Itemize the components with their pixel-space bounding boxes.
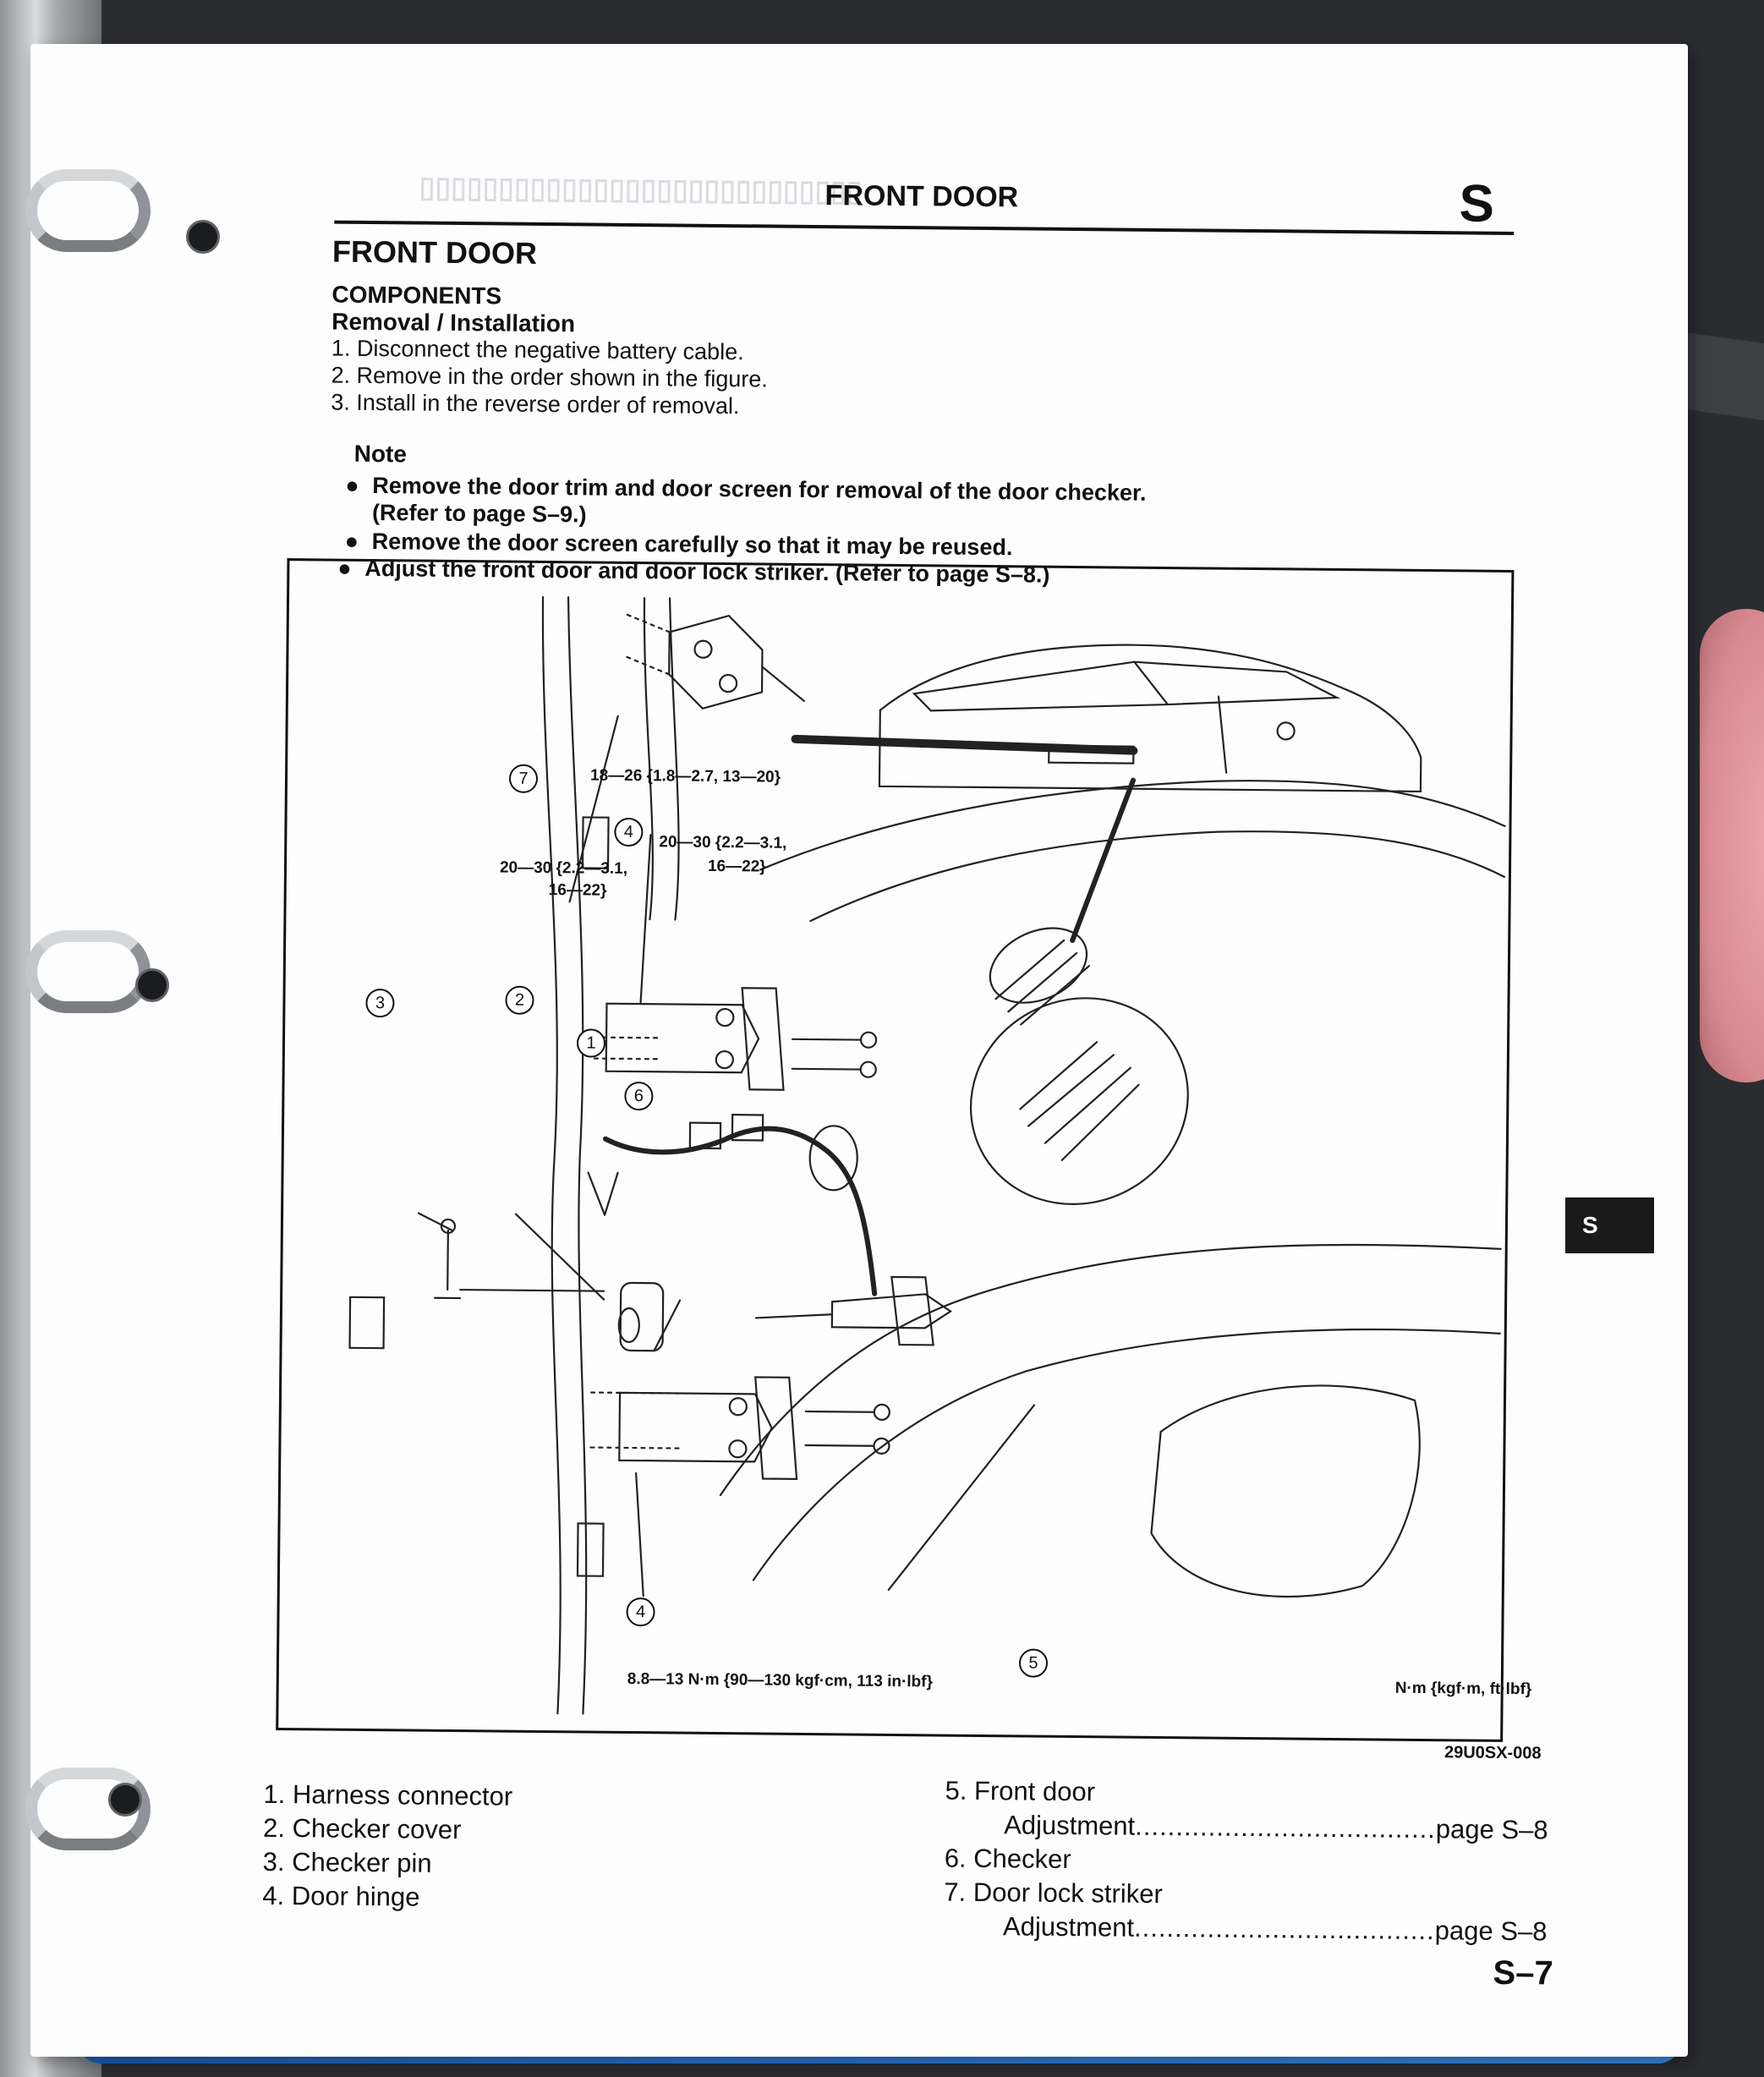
legend-item: 7. Door lock striker — [944, 1877, 1163, 1910]
background-pad — [1700, 609, 1764, 1082]
legend-subitem-label: Adjustment — [1004, 1810, 1136, 1841]
legend-subitem: Adjustment..............................… — [1004, 1810, 1548, 1845]
section-title: FRONT DOOR — [331, 233, 538, 271]
torque-label-upper-hinge-body-cont: 16—22} — [548, 881, 607, 900]
callout-7: 7 — [508, 764, 539, 793]
binder-ring-top — [25, 169, 151, 252]
door-exploded-diagram — [348, 595, 1506, 1715]
callout-1: 1 — [576, 1028, 606, 1058]
page-header-title: FRONT DOOR — [824, 179, 1019, 214]
show-through-text: ▯▯▯▯▯▯▯▯▯▯▯▯▯▯▯▯▯▯▯▯▯▯▯▯▯▯▯▯ — [419, 171, 863, 208]
legend-item: 3. Checker pin — [262, 1846, 432, 1878]
note-bullet-text: Remove the door screen carefully so that… — [371, 529, 1013, 561]
legend-page-ref: page S–8 — [1434, 1915, 1548, 1947]
legend-item: 1. Harness connector — [263, 1778, 513, 1811]
legend-item: 4. Door hinge — [262, 1880, 420, 1912]
callout-6: 6 — [624, 1081, 654, 1111]
note-bullet-continued: (Refer to page S–9.) — [371, 500, 587, 528]
torque-label-checker: 8.8—13 N·m {90—130 kgf·cm, 113 in·lbf} — [627, 1669, 934, 1691]
note-heading: Note — [353, 440, 408, 468]
binder-ring-middle — [25, 930, 151, 1013]
step-item: 3. Install in the reverse order of remov… — [331, 389, 740, 419]
components-heading: COMPONENTS — [331, 281, 502, 310]
dot-leader: ..................................... — [1133, 1912, 1435, 1946]
step-item: 2. Remove in the order shown in the figu… — [331, 362, 769, 392]
step-item: 1. Disconnect the negative battery cable… — [331, 335, 744, 365]
legend-subitem: Adjustment..............................… — [1003, 1911, 1548, 1947]
removal-heading: Removal / Installation — [331, 308, 576, 337]
figure-units: N·m {kgf·m, ft·lbf} — [1394, 1679, 1532, 1699]
torque-label-upper-hinge-body: 20—30 {2.2—3.1, — [499, 858, 628, 878]
exploded-view-figure: 18—26 {1.8—2.7, 13—20} 20—30 {2.2—3.1, 1… — [276, 558, 1531, 1742]
legend-item: 5. Front door — [945, 1775, 1096, 1807]
page-content: ▯▯▯▯▯▯▯▯▯▯▯▯▯▯▯▯▯▯▯▯▯▯▯▯▯▯▯▯ FRONT DOOR … — [262, 162, 1603, 2036]
callout-4-upper: 4 — [614, 817, 644, 847]
legend-page-ref: page S–8 — [1435, 1814, 1548, 1845]
torque-label-upper-hinge-door-cont: 16—22} — [707, 857, 766, 876]
callout-5: 5 — [1018, 1648, 1049, 1678]
punch-hole — [108, 1783, 142, 1817]
section-tab: S — [1565, 1197, 1654, 1253]
legend-item: 6. Checker — [944, 1843, 1071, 1875]
legend-item: 2. Checker cover — [262, 1812, 462, 1845]
page-number: S–7 — [1493, 1954, 1553, 1992]
dot-leader: ..................................... — [1135, 1811, 1437, 1844]
torque-label-upper-hinge-door: 20—30 {2.2—3.1, — [659, 833, 787, 852]
legend-subitem-label: Adjustment — [1002, 1911, 1135, 1943]
punch-hole — [186, 220, 220, 254]
manual-page: ▯▯▯▯▯▯▯▯▯▯▯▯▯▯▯▯▯▯▯▯▯▯▯▯▯▯▯▯ FRONT DOOR … — [30, 44, 1688, 2057]
figure-code: 29U0SX-008 — [1444, 1743, 1542, 1763]
callout-2: 2 — [505, 985, 534, 1015]
header-rule — [334, 220, 1515, 235]
torque-label-striker: 18—26 {1.8—2.7, 13—20} — [589, 766, 781, 786]
callout-4-lower: 4 — [626, 1597, 655, 1627]
callout-3: 3 — [365, 988, 395, 1018]
section-letter: S — [1459, 174, 1495, 233]
punch-hole — [135, 968, 169, 1002]
